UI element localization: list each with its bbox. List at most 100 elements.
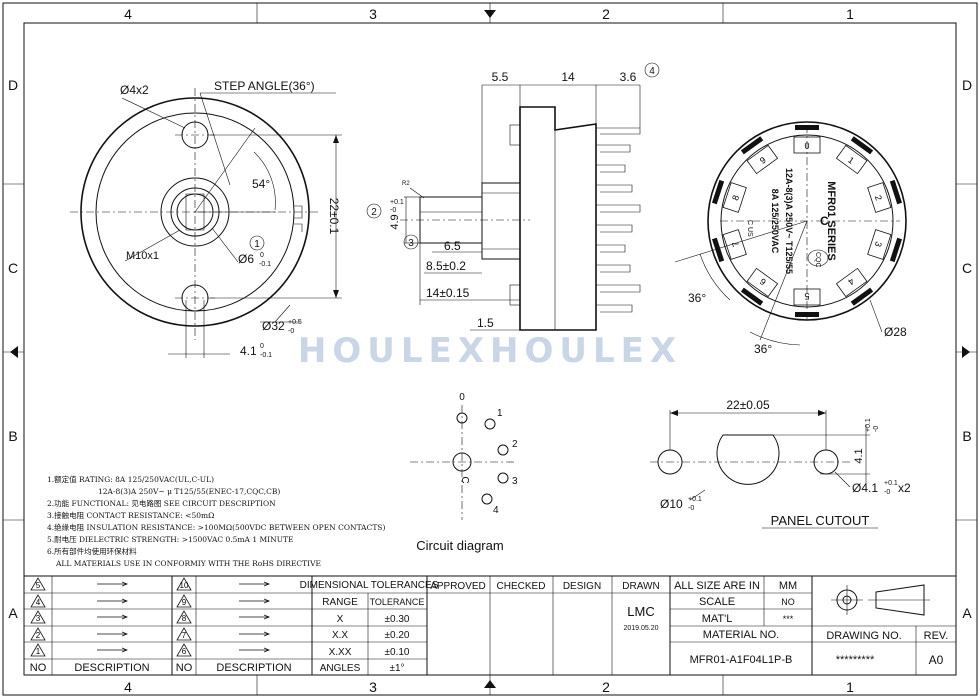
center-mark-left xyxy=(10,346,18,358)
rev-no-left-3: 2 xyxy=(36,631,41,640)
rear-cert: CQC xyxy=(814,252,821,268)
tolerance-value-0: ±0.30 xyxy=(385,614,410,625)
side-balloon-4-label: 4 xyxy=(649,66,655,77)
zone-bottom-1: 1 xyxy=(846,679,854,695)
side-balloon-2-label: 2 xyxy=(371,207,377,218)
panel-center-tol-upper: +0.1 xyxy=(688,496,702,503)
front-thread: M10x1 xyxy=(126,250,159,262)
panel-center: Ø10 xyxy=(660,497,683,511)
signoff-drawn: DRAWN xyxy=(622,581,659,592)
rear-terminal-9: 9 xyxy=(740,136,779,175)
front-shaft-tol-lower: -0.1 xyxy=(259,261,271,268)
rev-triangle-icon xyxy=(30,627,46,641)
watermark: HOULEXHOULEX xyxy=(298,331,682,371)
info-drawing-no-label: DRAWING NO. xyxy=(826,630,901,642)
rev-arrow-icon xyxy=(97,614,129,620)
signoff-drawn-date: 2019.05.20 xyxy=(623,625,658,632)
rear-terminal-label: 6 xyxy=(758,276,768,287)
rev-triangle-icon xyxy=(30,610,46,624)
info-scale-label: SCALE xyxy=(699,596,735,608)
rear-series: MFR01 SERIES xyxy=(825,181,837,260)
side-bushing xyxy=(481,182,521,260)
rev-no-right-3: 7 xyxy=(182,631,187,640)
center-mark-right xyxy=(962,346,970,358)
rev-arrow-icon xyxy=(97,581,129,587)
panel-height: 4.1 xyxy=(853,448,865,463)
signoff-checked: CHECKED xyxy=(497,581,546,592)
info-rev-label: REV. xyxy=(924,630,949,642)
zone-left-d: D xyxy=(8,77,18,93)
circuit-contact-2 xyxy=(497,444,509,456)
tolerance-range-0: X xyxy=(337,614,344,625)
front-body-dia: Ø32 xyxy=(262,319,285,333)
rear-terminal-label: 4 xyxy=(846,276,856,287)
circuit-label-0: 0 xyxy=(459,392,465,403)
rear-rating-1: 12A-8(3)A 250V~ T125/55 xyxy=(784,168,794,274)
rear-terminal-label: 3 xyxy=(873,240,884,248)
side-shaft-len: 8.5±0.2 xyxy=(426,259,466,273)
front-shaft-tol-upper: 0 xyxy=(260,252,264,259)
side-view: 5.5 14 3.6 4 R2 2 4.9 +0.1 -0 3 6.5 8.5±… xyxy=(366,62,660,331)
rear-mark-c: C xyxy=(820,214,829,228)
circuit-contact-4 xyxy=(481,493,493,505)
rear-terminal-label: 9 xyxy=(758,155,768,166)
rev-triangle-icon xyxy=(176,577,192,591)
side-small-label: R2 xyxy=(402,181,410,187)
panel-height-tol-lower: -0 xyxy=(873,426,880,432)
tolerance-range-2: X.XX xyxy=(329,647,352,658)
tolerance-value-3: ±1° xyxy=(389,663,404,674)
tolerance-title: DIMENSIONAL TOLERANCES xyxy=(300,580,439,591)
rear-terminal-2: 2 xyxy=(867,179,903,213)
panel-hole-tol-upper: +0.1 xyxy=(884,480,898,487)
rev-arrow-icon xyxy=(97,647,129,653)
panel-height-tol-upper: +0.1 xyxy=(865,418,872,432)
tolerance-value-1: ±0.20 xyxy=(385,630,410,641)
tolerance-col-range: RANGE xyxy=(322,597,358,608)
projection-symbol-icon xyxy=(831,584,930,616)
side-dim-b: 14 xyxy=(561,70,575,84)
side-base: 1.5 xyxy=(477,316,494,330)
zone-right-a: A xyxy=(962,605,972,621)
zone-top-2: 2 xyxy=(602,6,610,22)
rev-no-right-0: 10 xyxy=(180,581,189,590)
panel-center-cutout xyxy=(716,434,780,485)
rev-arrow-icon xyxy=(239,598,271,604)
rev-arrow-icon xyxy=(97,598,129,604)
circuit-label-3: 3 xyxy=(512,476,518,487)
zone-left-c: C xyxy=(8,260,18,276)
tolerance-range-3: ANGLES xyxy=(320,663,361,674)
front-flat-tol-upper: 0 xyxy=(260,343,264,350)
rev-arrow-icon xyxy=(239,647,271,653)
rear-terminal-label: 7 xyxy=(730,240,741,248)
rev-triangle-icon xyxy=(176,594,192,608)
circuit-diagram: C 0 1 2 3 4 Circuit diagram xyxy=(410,392,518,553)
note-2: 2.功能 FUNCTIONAL: 见电路图 SEE CIRCUIT DESCRI… xyxy=(47,498,276,508)
panel-center-tol-lower: -0 xyxy=(688,505,694,512)
zone-top-3: 3 xyxy=(369,6,377,22)
rev-triangle-icon xyxy=(30,643,46,657)
circuit-label-4: 4 xyxy=(493,505,499,516)
zone-right-b: B xyxy=(962,428,971,444)
rev-no-left-1: 4 xyxy=(36,598,41,607)
side-dim-c: 3.6 xyxy=(620,70,637,84)
rear-terminal-label: 2 xyxy=(873,194,884,202)
circuit-label-2: 2 xyxy=(512,439,518,450)
rev-arrow-icon xyxy=(239,614,271,620)
side-body xyxy=(519,106,597,331)
front-step-angle: STEP ANGLE(36°) xyxy=(214,79,315,93)
info-rev: A0 xyxy=(929,653,944,667)
circuit-contact-1 xyxy=(484,418,496,430)
circuit-common-label: C xyxy=(459,476,470,483)
front-balloon-1-label: 1 xyxy=(254,239,260,250)
zone-bottom-4: 4 xyxy=(124,679,132,695)
rev-no-left-2: 3 xyxy=(36,614,41,623)
front-hole-callout: Ø4x2 xyxy=(120,83,149,97)
circuit-label-1: 1 xyxy=(497,408,503,419)
note-6b: ALL MATERIALS USE IN CONFORMIY WITH THE … xyxy=(55,559,321,568)
rear-angle-b: 36° xyxy=(754,342,772,356)
rev-arrow-icon xyxy=(97,631,129,637)
rear-terminal-label: 8 xyxy=(730,194,741,202)
